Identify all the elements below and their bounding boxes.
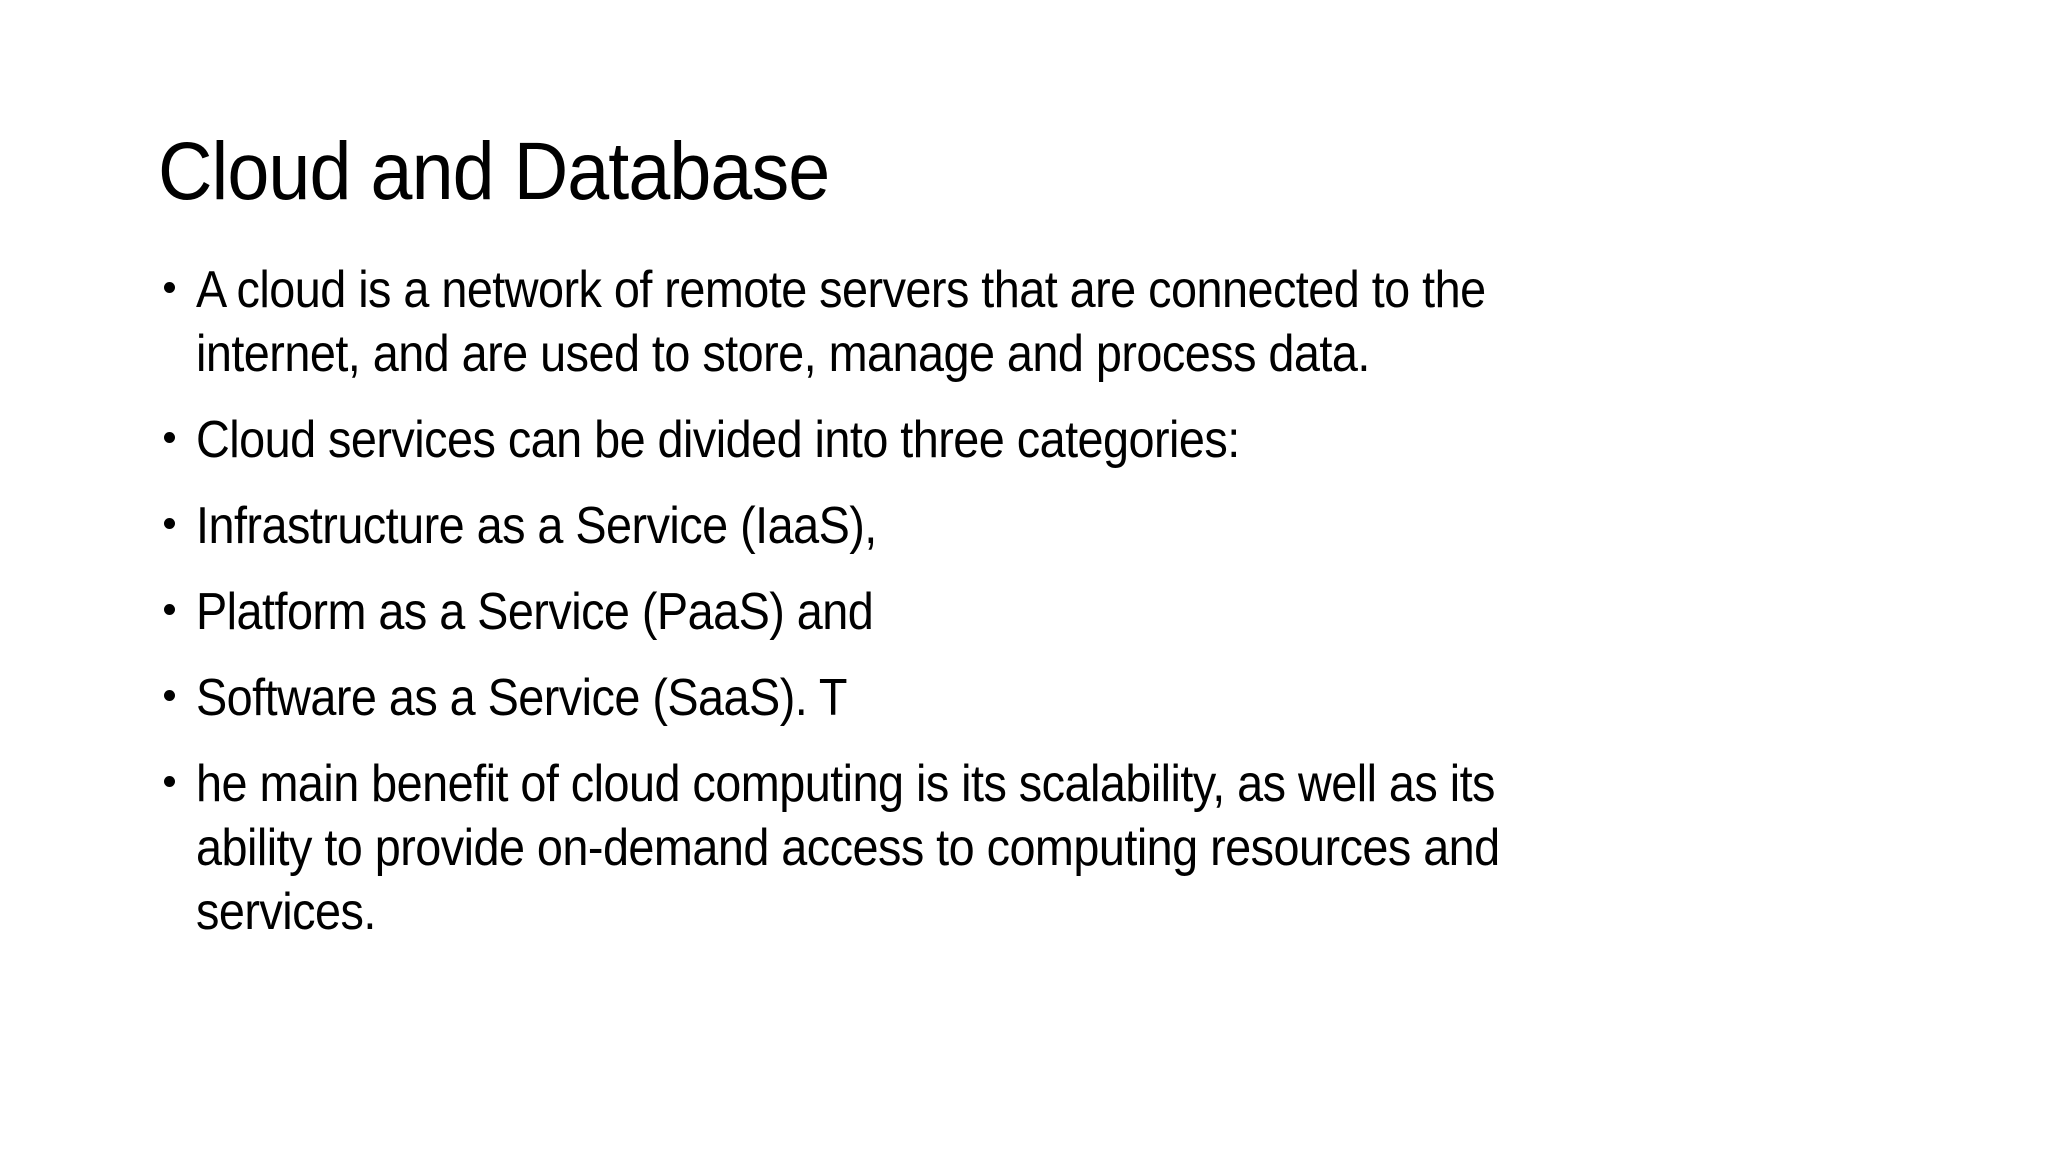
bullet-text: Infrastructure as a Service (IaaS), (196, 494, 1690, 558)
bullet-line: Infrastructure as a Service (IaaS), (196, 497, 877, 555)
bullet-line: ability to provide on-demand access to c… (196, 819, 1500, 877)
bullet-item: Software as a Service (SaaS). T (160, 666, 1860, 730)
bullet-icon (164, 690, 175, 701)
bullet-item: Platform as a Service (PaaS) and (160, 580, 1860, 644)
bullet-text: he main benefit of cloud computing is it… (196, 752, 1690, 944)
bullet-line: internet, and are used to store, manage … (196, 325, 1370, 383)
bullet-line: A cloud is a network of remote servers t… (196, 261, 1486, 319)
bullet-line: he main benefit of cloud computing is it… (196, 755, 1495, 813)
bullet-text: A cloud is a network of remote servers t… (196, 258, 1690, 386)
bullet-icon (164, 282, 175, 293)
bullet-item: Cloud services can be divided into three… (160, 408, 1860, 472)
bullet-item: A cloud is a network of remote servers t… (160, 258, 1860, 386)
bullet-text: Cloud services can be divided into three… (196, 408, 1690, 472)
bullet-icon (164, 432, 175, 443)
bullet-item: Infrastructure as a Service (IaaS), (160, 494, 1860, 558)
bullet-icon (164, 604, 175, 615)
slide-title: Cloud and Database (158, 126, 830, 217)
bullet-icon (164, 518, 175, 529)
bullet-line: Software as a Service (SaaS). T (196, 669, 847, 727)
bullet-list: A cloud is a network of remote servers t… (160, 258, 1860, 966)
bullet-text: Platform as a Service (PaaS) and (196, 580, 1690, 644)
bullet-line: Platform as a Service (PaaS) and (196, 583, 874, 641)
bullet-text: Software as a Service (SaaS). T (196, 666, 1690, 730)
bullet-icon (164, 776, 175, 787)
bullet-line: services. (196, 883, 376, 941)
bullet-item: he main benefit of cloud computing is it… (160, 752, 1860, 944)
bullet-line: Cloud services can be divided into three… (196, 411, 1240, 469)
